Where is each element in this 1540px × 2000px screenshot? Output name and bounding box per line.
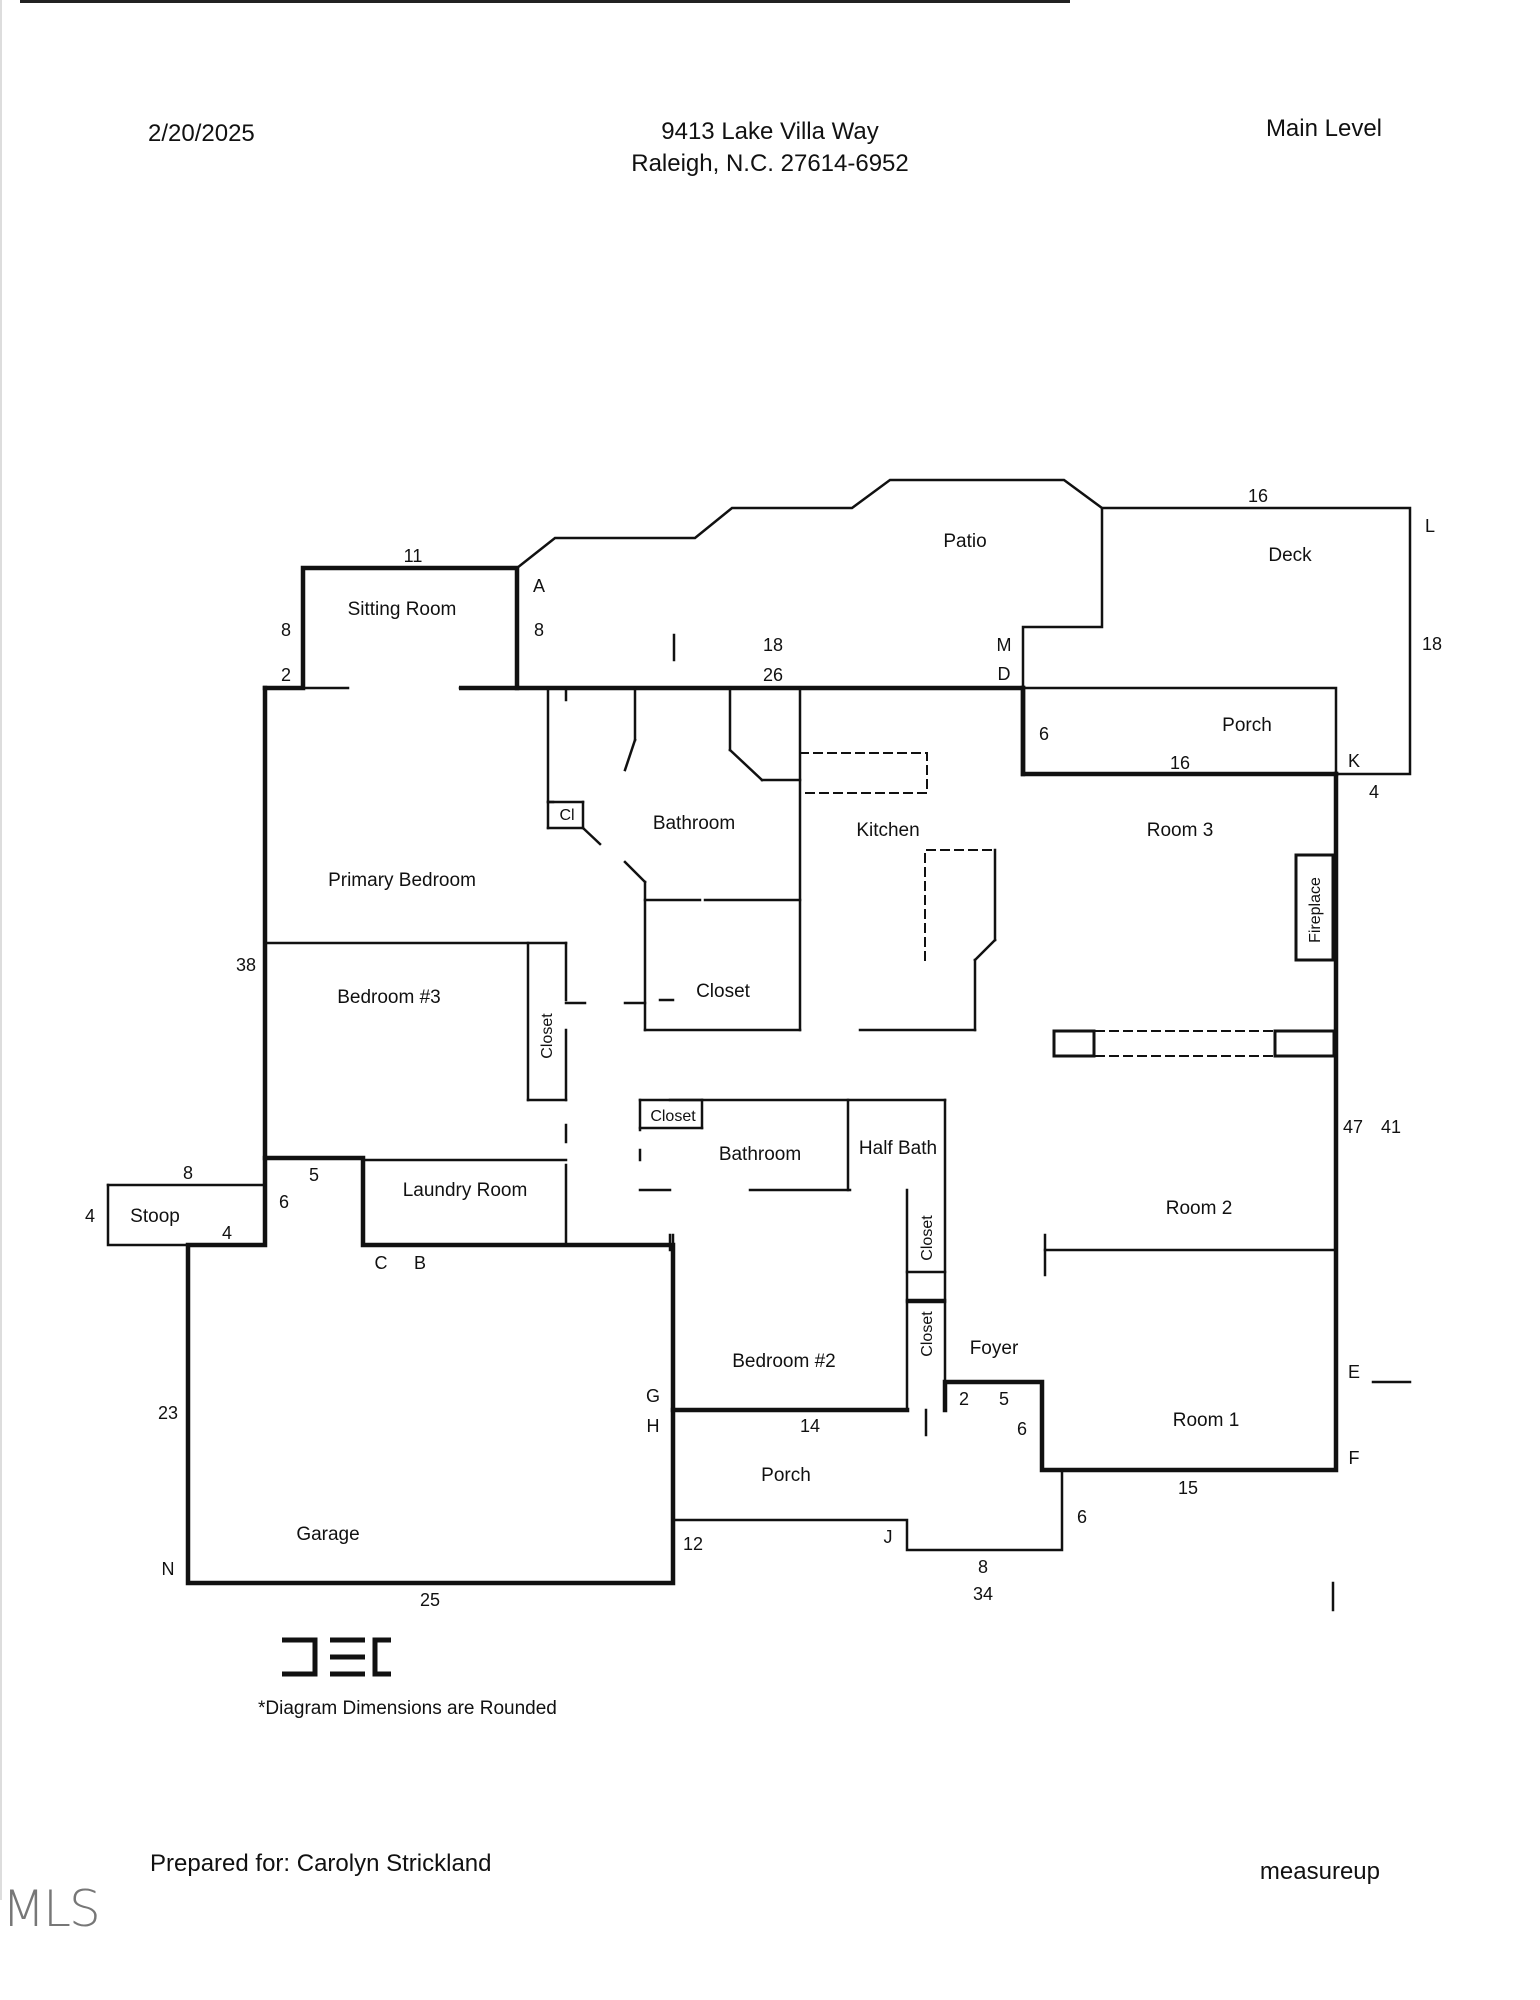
dim-deck-16: 16 [1248,486,1268,506]
sitting-room-label: Sitting Room [348,599,457,620]
point-k: K [1348,751,1360,771]
primary-bathroom-label: Bathroom [653,813,735,834]
dim-deck-18: 18 [1422,634,1442,654]
dim-porch-6: 6 [1039,724,1049,744]
room-3-label: Room 3 [1147,820,1214,841]
top-border-line [20,0,1070,3]
interior-walls [263,633,1338,1437]
dim-sitting-depth: 8 [281,620,291,640]
point-n: N [162,1559,175,1579]
dim-foyer-2: 2 [959,1389,969,1409]
foyer-label: Foyer [970,1338,1019,1359]
bedroom-3-closet-label: Closet [539,1013,556,1059]
point-d: D [998,664,1011,684]
dim-stoop-4-left: 4 [85,1206,95,1226]
hall-closet-1-label: Closet [919,1215,936,1261]
outdoor-outlines [106,478,1412,1612]
small-closet-label: Closet [650,1108,696,1125]
hall-bathroom-label: Bathroom [719,1144,801,1165]
point-c: C [375,1253,388,1273]
dim-41: 41 [1381,1117,1401,1137]
dim-4-right: 4 [1369,782,1379,802]
dimension-note: *Diagram Dimensions are Rounded [258,1698,557,1719]
dim-front-8: 8 [978,1557,988,1577]
dim-18-patio: 18 [763,635,783,655]
dim-6-laundry: 6 [279,1192,289,1212]
fireplace-label: Fireplace [1307,877,1324,943]
fireplace-box [1052,853,1336,1058]
mls-watermark: MLS [2,1880,101,1938]
kitchen-label: Kitchen [856,820,919,841]
hall-closet-2-label: Closet [919,1311,936,1357]
dim-foyer-6: 6 [1017,1419,1027,1439]
property-address: 9413 Lake Villa Way Raleigh, N.C. 27614-… [560,116,980,180]
counter-outlines [799,752,1276,1057]
dim-porch-16: 16 [1170,753,1190,773]
dim-front-6: 6 [1077,1507,1087,1527]
dim-stoop-8: 8 [183,1163,193,1183]
dim-25: 25 [420,1590,440,1610]
point-a: A [533,576,545,596]
bedroom-2-label: Bedroom #2 [732,1351,836,1372]
bedroom-3-label: Bedroom #3 [337,987,441,1008]
dim-2: 2 [281,665,291,685]
dec-logo [282,1637,391,1677]
dim-5: 5 [309,1165,319,1185]
dim-26: 26 [763,665,783,685]
level-label: Main Level [1265,115,1382,142]
address-line-1: 9413 Lake Villa Way [661,118,879,145]
walk-in-closet-label: Closet [696,981,751,1002]
dim-15: 15 [1178,1478,1198,1498]
point-j: J [884,1527,893,1547]
back-porch-label: Porch [1222,715,1272,736]
deck-label: Deck [1268,545,1312,566]
exterior-walls [185,565,1339,1586]
point-b: B [414,1253,426,1273]
stoop-label: Stoop [130,1206,180,1227]
front-porch-label: Porch [761,1465,811,1486]
point-g: G [646,1386,660,1406]
point-m: M [997,635,1012,655]
dim-8-a: 8 [534,620,544,640]
dim-foyer-5: 5 [999,1389,1009,1409]
dim-sitting-width: 11 [404,546,423,566]
dim-23: 23 [158,1403,178,1423]
dim-12: 12 [683,1534,703,1554]
garage-label: Garage [296,1524,359,1545]
point-e: E [1348,1362,1360,1382]
dim-47: 47 [1343,1117,1363,1137]
dim-34: 34 [973,1584,993,1604]
dim-14: 14 [800,1416,820,1436]
cl-closet-label: Cl [559,807,574,824]
point-h: H [647,1416,660,1436]
room-2-label: Room 2 [1166,1198,1233,1219]
point-l: L [1425,516,1435,536]
dim-38: 38 [236,955,256,975]
address-line-2: Raleigh, N.C. 27614-6952 [631,150,909,177]
prepared-for: Prepared for: Carolyn Strickland [150,1850,492,1877]
diagram-date: 2/20/2025 [148,120,255,147]
half-bath-label: Half Bath [859,1138,937,1159]
dim-stoop-4-right: 4 [222,1223,232,1243]
primary-bedroom-label: Primary Bedroom [328,870,476,891]
laundry-room-label: Laundry Room [403,1180,528,1201]
patio-label: Patio [943,531,986,552]
point-f: F [1349,1448,1360,1468]
brand-name: measureup [1259,1858,1380,1885]
room-1-label: Room 1 [1173,1410,1240,1431]
left-border-line [0,0,2,1900]
